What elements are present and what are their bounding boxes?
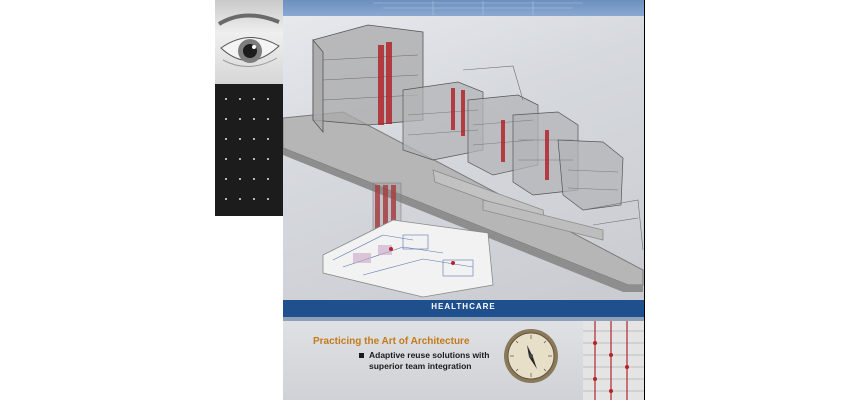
- eye-photo: [215, 0, 283, 84]
- grid-dot: [225, 178, 227, 180]
- grid-dot: [267, 98, 269, 100]
- grid-dot: [267, 138, 269, 140]
- tagline: Practicing the Art of Architecture: [313, 336, 470, 347]
- bullet-line-1: Adaptive reuse solutions with: [369, 350, 490, 360]
- grid-dot: [225, 98, 227, 100]
- grid-dot: [253, 158, 255, 160]
- grid-dot: [267, 198, 269, 200]
- bullet-text: Adaptive reuse solutions with superior t…: [369, 350, 519, 372]
- section-label: HEALTHCARE: [431, 302, 496, 311]
- grid-dot: [225, 198, 227, 200]
- bullet-line-2: superior team integration: [369, 361, 472, 371]
- bottom-panel: [283, 321, 644, 400]
- brochure-page: HEALTHCARE: [214, 0, 644, 400]
- grid-dot: [253, 118, 255, 120]
- grid-dot: [239, 98, 241, 100]
- bullet-marker: [359, 353, 364, 358]
- grid-dot: [267, 118, 269, 120]
- grid-dot: [239, 198, 241, 200]
- grid-dot: [253, 138, 255, 140]
- dot-grid-panel: [215, 84, 283, 216]
- compass-icon: [504, 329, 558, 383]
- grid-dot: [267, 158, 269, 160]
- grid-dot: [225, 158, 227, 160]
- section-banner-shadow: [283, 317, 644, 321]
- page-right-border: [644, 0, 645, 400]
- grid-dot: [239, 138, 241, 140]
- grid-dot: [225, 138, 227, 140]
- grid-dot: [267, 178, 269, 180]
- building-model-render: [283, 0, 644, 300]
- grid-dot: [253, 198, 255, 200]
- grid-dot: [225, 118, 227, 120]
- grid-dot: [253, 178, 255, 180]
- section-banner: HEALTHCARE: [283, 300, 644, 317]
- grid-dot: [239, 178, 241, 180]
- grid-dot: [253, 98, 255, 100]
- grid-dot: [239, 118, 241, 120]
- grid-dot: [239, 158, 241, 160]
